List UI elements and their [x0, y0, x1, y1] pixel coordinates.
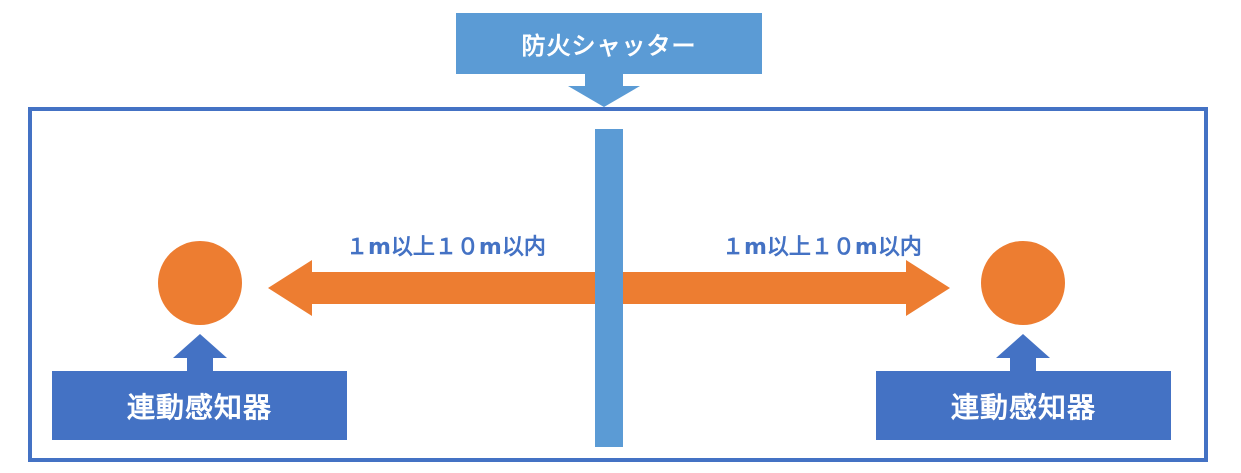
- room-frame: [28, 107, 1208, 462]
- left-detector-label: 連動感知器: [126, 390, 272, 424]
- fire-shutter-bar: [595, 129, 623, 447]
- left-detector-up-arrow-icon: [173, 334, 227, 371]
- left-distance-label: １m以上１０m以内: [346, 235, 546, 260]
- left-detector-label-box: 連動感知器: [52, 371, 347, 440]
- fire-shutter-label-box: 防火シャッター: [456, 13, 762, 74]
- fire-shutter-label: 防火シャッター: [521, 32, 697, 60]
- right-detector-label-box: 連動感知器: [876, 371, 1171, 440]
- right-detector-circle: [981, 241, 1065, 325]
- shutter-down-arrow-icon: [568, 74, 640, 107]
- right-detector-label: 連動感知器: [950, 390, 1096, 424]
- left-detector-circle: [158, 241, 242, 325]
- right-distance-label: １m以上１０m以内: [722, 235, 922, 260]
- left-distance-arrow-icon: [268, 260, 595, 316]
- right-detector-up-arrow-icon: [996, 334, 1050, 371]
- right-distance-arrow-icon: [623, 260, 950, 316]
